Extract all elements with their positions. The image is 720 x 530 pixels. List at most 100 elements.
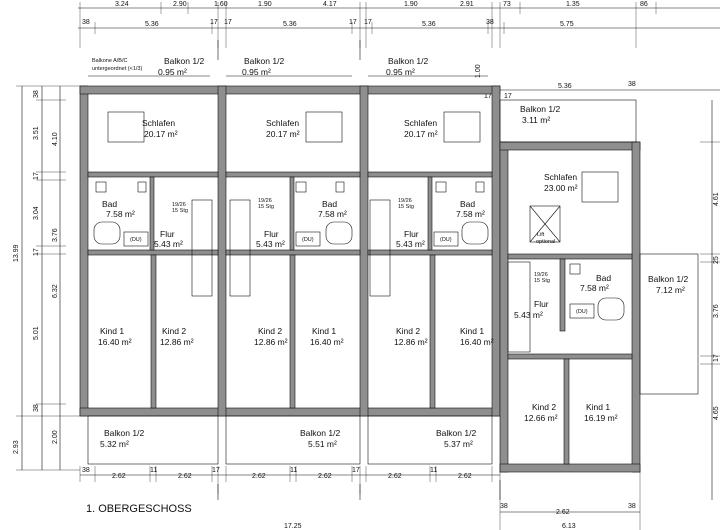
- balcony-bottom-label: Balkon 1/2: [436, 428, 476, 438]
- kind-a-label: Kind 2: [396, 326, 420, 336]
- right-top-dim-2: 38: [628, 81, 636, 88]
- schlafen-label: Schlafen: [142, 118, 175, 128]
- balcony-top-label: Balkon 1/2: [164, 56, 204, 66]
- left-dim-1: 38: [33, 90, 40, 98]
- flur-label: Flur: [160, 229, 175, 239]
- bottom-dim-10: 2.62: [388, 473, 402, 480]
- stair-label: 19/26: [258, 198, 272, 204]
- top-dim-5: 4.17: [323, 1, 337, 8]
- top2-dim-5: 5.36: [283, 21, 297, 28]
- top2-dim-3: 17: [210, 19, 218, 26]
- balcony-side-label: Balkon 1/2: [648, 274, 688, 284]
- kind-2-area: 12.66 m²: [524, 413, 558, 423]
- small-mark-2: 17: [484, 93, 492, 100]
- flur-label: Flur: [534, 299, 549, 309]
- top-dim-7: 2.91: [460, 1, 474, 8]
- left-dimension-lines: 38 3.51 17 3.04 17 5.01 38 4.10 3.76 6.3…: [13, 85, 80, 471]
- bottom-dim-5: 17: [212, 467, 220, 474]
- left-dim-7: 38: [33, 404, 40, 412]
- lift-label: Lift: [537, 232, 545, 238]
- balconies: [87, 75, 699, 465]
- left-dim-3: 17: [33, 172, 40, 180]
- bottom-right-dim-3: 38: [628, 503, 636, 510]
- top2-dim-2: 5.36: [145, 21, 159, 28]
- bottom-dim-3: 11: [150, 467, 157, 474]
- stair-count: 15 Stg: [172, 208, 188, 214]
- mid-dim-2: 3.76: [52, 228, 59, 242]
- mid-dim-1: 4.10: [52, 132, 59, 146]
- top-dim-10: 86: [640, 1, 648, 8]
- balcony-top-label: Balkon 1/2: [388, 56, 428, 66]
- bottom-right-dim-2: 2.62: [556, 509, 570, 516]
- shower-label: (DU): [576, 309, 588, 315]
- left-dim-2: 3.51: [33, 126, 40, 140]
- flur-area: 5.43 m²: [514, 310, 543, 320]
- right-dim-1: 4.61: [713, 192, 720, 206]
- kind-b-area: 16.40 m²: [460, 337, 494, 347]
- bottom-dim-6: 2.62: [252, 473, 266, 480]
- right-dim-2: 25: [713, 256, 720, 264]
- balcony-bottom-area: 5.37 m²: [444, 439, 473, 449]
- bottom-dim-2: 2.62: [112, 473, 126, 480]
- top2-dim-8: 5.36: [422, 21, 436, 28]
- bottom-total-1: 17.25: [284, 523, 302, 530]
- right-dim-3: 3.76: [713, 304, 720, 318]
- bottom-dim-8: 2.62: [318, 473, 332, 480]
- balcony-top-area: 0.95 m²: [242, 67, 271, 77]
- right-dim-4: 17: [713, 354, 720, 362]
- top2-dim-10: 5.75: [560, 21, 574, 28]
- top-dim-8: 73: [503, 1, 511, 8]
- fixtures: [93, 111, 625, 353]
- stair-label: 19/26: [534, 272, 548, 278]
- flur-label: Flur: [404, 229, 419, 239]
- schlafen-label: Schlafen: [544, 172, 577, 182]
- kind-a-label: Kind 1: [100, 326, 124, 336]
- balcony-top-label: Balkon 1/2: [520, 104, 560, 114]
- top2-dim-7: 17: [364, 19, 372, 26]
- left-dim-4: 3.04: [33, 206, 40, 220]
- section-markers: [217, 40, 501, 500]
- top-dimension-lines: 3.24 2.90 1.60 1.90 4.17 1.90 2.91 73 1.…: [78, 1, 720, 100]
- balcony-bottom-label: Balkon 1/2: [300, 428, 340, 438]
- right-dimension-lines: 4.61 25 3.76 17 4.65: [700, 100, 720, 500]
- bad-label: Bad: [322, 199, 337, 209]
- kind-b-label: Kind 1: [460, 326, 484, 336]
- right-top-dim-1: 5.36: [558, 83, 572, 90]
- right-dim-5: 4.65: [713, 406, 720, 420]
- balcony-side-area: 7.12 m²: [656, 285, 685, 295]
- balcony-top-area: 0.95 m²: [386, 67, 415, 77]
- bottom-dim-4: 2.62: [178, 473, 192, 480]
- unit-2: Balkon 1/2 0.95 m² Schlafen 20.17 m² Bad…: [242, 56, 347, 449]
- schlafen-label: Schlafen: [404, 118, 437, 128]
- bottom-dim-12: 2.62: [458, 473, 472, 480]
- stair-label: 19/26: [398, 198, 412, 204]
- bottom-dimension-lines: 38 2.62 11 2.62 17 2.62 11 2.62 17 2.62 …: [79, 466, 641, 530]
- schlafen-area: 20.17 m²: [266, 129, 300, 139]
- left-dim-6: 5.01: [33, 326, 40, 340]
- top2-dim-4: 17: [224, 19, 232, 26]
- flur-area: 5.43 m²: [154, 239, 183, 249]
- schlafen-area: 23.00 m²: [544, 183, 578, 193]
- kind-b-label: Kind 1: [312, 326, 336, 336]
- balcony-bottom-label: Balkon 1/2: [104, 428, 144, 438]
- bottom-dim-11: 11: [430, 467, 437, 474]
- flur-label: Flur: [264, 229, 279, 239]
- east-unit: Balkon 1/2 3.11 m² Schlafen 23.00 m² Lif…: [514, 104, 688, 423]
- top-dim-1: 3.24: [115, 1, 129, 8]
- mid-dim-3: 6.32: [52, 284, 59, 298]
- top-dim-6: 1.90: [404, 1, 418, 8]
- bad-label: Bad: [102, 199, 117, 209]
- flur-area: 5.43 m²: [256, 239, 285, 249]
- balcony-top-area: 0.95 m²: [158, 67, 187, 77]
- bottom-right-dim-1: 38: [500, 503, 508, 510]
- flur-area: 5.43 m²: [396, 239, 425, 249]
- kind-a-label: Kind 2: [258, 326, 282, 336]
- shower-label: (DU): [130, 237, 142, 243]
- kind-a-area: 12.86 m²: [254, 337, 288, 347]
- small-mark-3: 17: [504, 93, 512, 100]
- bad-area: 7.58 m²: [106, 209, 135, 219]
- balcony-note-line1: Balkone A/B/C: [92, 58, 127, 64]
- bottom-total-2: 6.13: [562, 523, 576, 530]
- unit-1: Balkon 1/2 0.95 m² Schlafen 20.17 m² Bad…: [98, 56, 204, 449]
